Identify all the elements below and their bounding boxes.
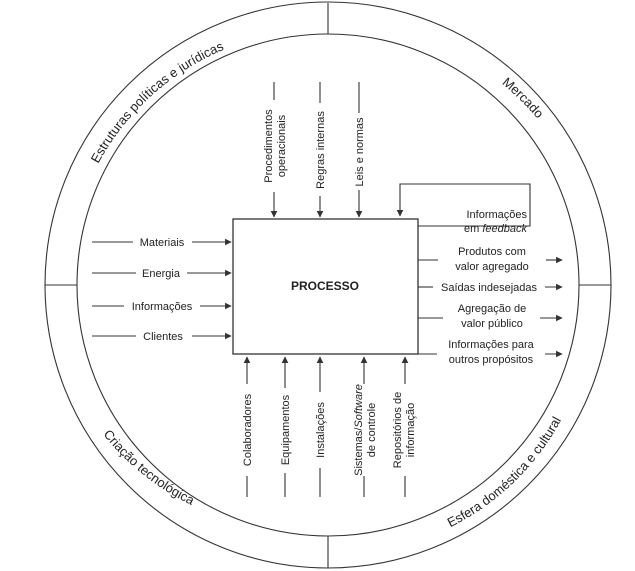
output-label-informacoes-2: outros propósitos bbox=[449, 354, 534, 366]
input-label-energia: Energia bbox=[142, 268, 181, 280]
mechanism-label-sistemas-1: Sistemas/Software bbox=[353, 384, 365, 476]
output-label-agregacao-1: Agregação de bbox=[458, 303, 527, 315]
input-label-materiais: Materiais bbox=[140, 237, 185, 249]
control-label-regras: Regras internas bbox=[315, 111, 327, 189]
feedback-label-italic: feedback bbox=[482, 223, 527, 235]
mechanism-label-instalacoes: Instalações bbox=[315, 402, 327, 458]
feedback-label-1: Informações bbox=[466, 209, 527, 221]
mechanism-label-colaboradores: Colaboradores bbox=[242, 393, 254, 466]
mechanism-label-sistemas-2: de controle bbox=[366, 403, 378, 457]
feedback-label-prefix: em bbox=[464, 223, 482, 235]
output-label-agregacao-2: valor público bbox=[461, 318, 523, 330]
mechanism-label-sistemas-italic: Software bbox=[353, 384, 365, 427]
output-label-informacoes-1: Informações para bbox=[448, 339, 534, 351]
mechanism-label-equipamentos: Equipamentos bbox=[280, 394, 292, 465]
mechanisms-bottom: Colaboradores Equipamentos Instalações S… bbox=[242, 356, 417, 497]
outputs-right: Produtos com valor agregado Saídas indes… bbox=[418, 246, 563, 366]
control-label-procedimentos-2: operacionais bbox=[276, 114, 288, 177]
output-label-saidas: Saídas indesejadas bbox=[441, 282, 538, 294]
output-label-produtos-2: valor agregado bbox=[455, 261, 528, 273]
feedback-loop-line bbox=[396, 183, 531, 227]
output-label-produtos-1: Produtos com bbox=[458, 246, 526, 258]
control-label-procedimentos-1: Procedimentos bbox=[263, 109, 275, 183]
controls-top: Procedimentos operacionais Regras intern… bbox=[263, 82, 366, 218]
mechanism-label-repositorios-2: informação bbox=[405, 403, 417, 457]
mechanism-label-repositorios-1: Repositórios de bbox=[392, 392, 404, 468]
ring-label-bottom-left: Criação tecnológica bbox=[101, 427, 198, 508]
process-box bbox=[232, 218, 419, 355]
feedback-loop: Informações em feedback bbox=[396, 183, 531, 235]
process-title: PROCESSO bbox=[291, 279, 359, 293]
ring-label-bottom-right: Esfera doméstica e cultural bbox=[445, 414, 564, 530]
inputs-left: Materiais Energia Informações Clientes bbox=[92, 237, 232, 343]
feedback-label-2: em feedback bbox=[464, 223, 527, 235]
mechanism-label-sistemas-prefix: Sistemas/ bbox=[353, 427, 365, 476]
input-label-clientes: Clientes bbox=[143, 331, 183, 343]
input-label-informacoes: Informações bbox=[132, 301, 193, 313]
control-label-leis: Leis e normas bbox=[354, 117, 366, 187]
